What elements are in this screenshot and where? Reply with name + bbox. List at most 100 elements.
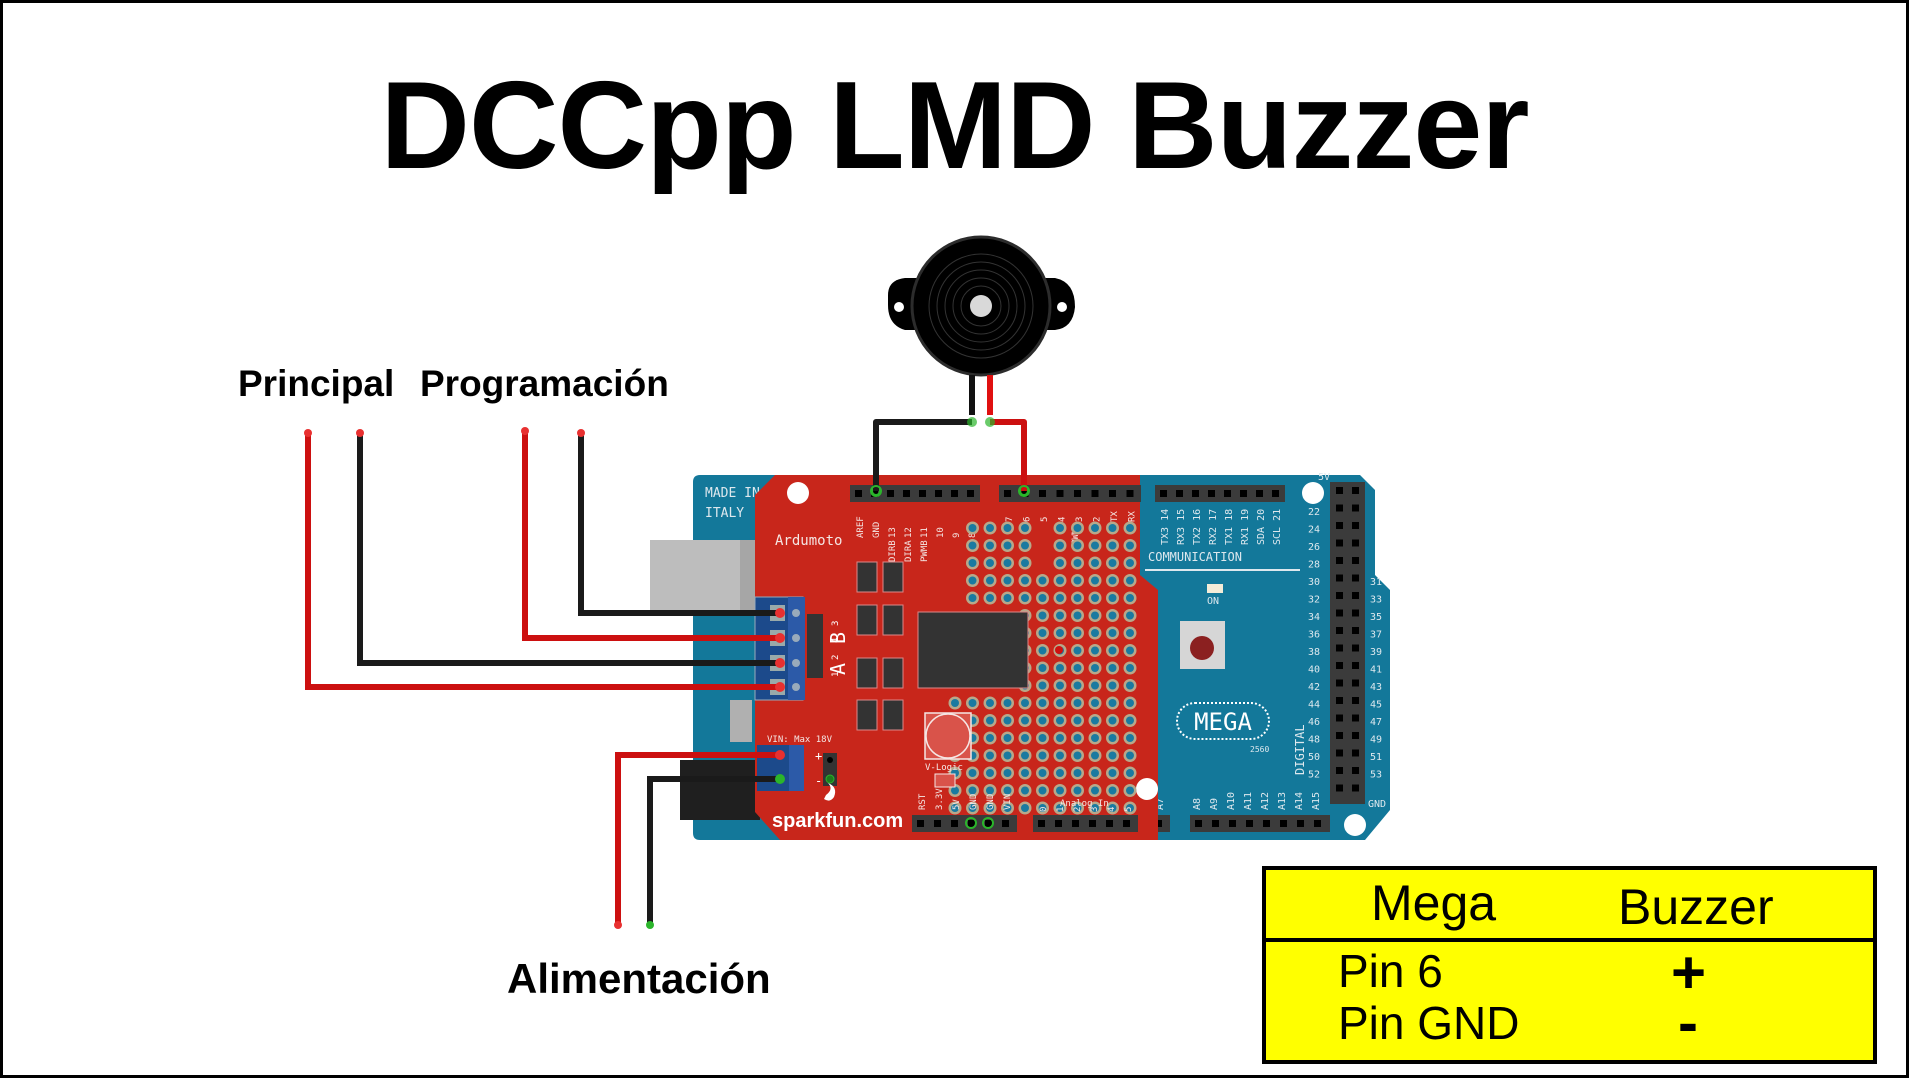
terminal-screw bbox=[792, 683, 800, 691]
motor-b-label: B bbox=[826, 632, 850, 644]
pin-label: 0 bbox=[1039, 807, 1049, 812]
mosfet-chip bbox=[882, 561, 904, 593]
pin-label: RST bbox=[918, 793, 928, 810]
header-pin bbox=[1352, 732, 1359, 739]
header-pin bbox=[855, 490, 862, 497]
pin-label: RX1 19 bbox=[1240, 509, 1251, 545]
header-pin bbox=[1126, 490, 1134, 497]
wire-alimentacion-red bbox=[615, 752, 780, 925]
wires bbox=[304, 417, 1030, 929]
power-header bbox=[912, 815, 1017, 832]
shield-header-right bbox=[999, 485, 1141, 502]
row-2-mega: Pin GND bbox=[1338, 997, 1520, 1049]
header-pin bbox=[917, 820, 924, 827]
header-pin bbox=[1072, 820, 1079, 827]
pin-label: 4 bbox=[831, 638, 841, 643]
motor-pin-header bbox=[807, 614, 823, 678]
5v-label: 5V bbox=[1318, 472, 1330, 483]
header-pin bbox=[1155, 820, 1162, 827]
pin-label: 7 bbox=[1005, 517, 1015, 522]
shield-header-left bbox=[850, 485, 980, 502]
header-pin bbox=[951, 490, 958, 497]
pin-label: 9 bbox=[952, 533, 962, 538]
mount-hole bbox=[1302, 482, 1324, 504]
pin-label: 41 bbox=[1370, 665, 1382, 676]
made-in-text: MADE IN bbox=[705, 486, 760, 501]
header-pin bbox=[1208, 490, 1215, 497]
header-pin bbox=[1246, 820, 1253, 827]
header-pin bbox=[1336, 487, 1343, 494]
pin-label: GND bbox=[969, 794, 979, 810]
pin-label: 6 bbox=[1023, 517, 1033, 522]
header-pin bbox=[1192, 490, 1199, 497]
header-pin bbox=[1336, 644, 1343, 652]
pin-label: TX2 16 bbox=[1192, 509, 1203, 545]
plus-label: + bbox=[815, 749, 822, 763]
header-mega: Mega bbox=[1371, 875, 1497, 931]
header-pin bbox=[1002, 820, 1009, 827]
buzzer-ring bbox=[960, 285, 1002, 327]
gnd-label: GND bbox=[1368, 799, 1386, 810]
header-pin bbox=[1195, 820, 1202, 827]
header-pin bbox=[1074, 490, 1081, 497]
header-pin bbox=[1352, 574, 1359, 582]
pin-label: A10 bbox=[1226, 792, 1237, 810]
mount-hole bbox=[1136, 778, 1158, 800]
pin-label: 34 bbox=[1308, 612, 1320, 623]
analog-in-label: Analog In bbox=[1060, 799, 1109, 809]
sparkfun-flame-icon bbox=[824, 783, 836, 801]
mega-logo bbox=[1176, 702, 1270, 740]
header-pin bbox=[951, 820, 958, 827]
header-pin bbox=[1336, 732, 1343, 739]
pin-label: 26 bbox=[1308, 542, 1320, 553]
header-pin bbox=[1256, 490, 1263, 497]
header-pin bbox=[1336, 627, 1343, 634]
header-pin bbox=[1280, 820, 1287, 827]
pin-label: TX3 14 bbox=[1160, 509, 1171, 545]
mega-logo-text: MEGA bbox=[1194, 708, 1252, 736]
pin-label: 38 bbox=[1308, 647, 1320, 658]
italy-text: ITALY bbox=[705, 506, 744, 521]
pin-label: RX2 17 bbox=[1208, 509, 1219, 545]
pin-label: 3 bbox=[831, 621, 841, 626]
wire-principal-black bbox=[357, 433, 780, 666]
pin-label: 2 bbox=[831, 655, 841, 660]
pin-label: 24 bbox=[1308, 525, 1320, 536]
header-pin bbox=[1212, 820, 1219, 827]
pin-label: TX bbox=[1110, 511, 1120, 522]
header-pin bbox=[1109, 490, 1116, 497]
pin-label: A14 bbox=[1294, 792, 1305, 810]
wire-programacion-black bbox=[578, 433, 780, 616]
header-pin bbox=[1021, 490, 1029, 497]
header-pin bbox=[1352, 539, 1359, 547]
header-pin bbox=[1336, 557, 1343, 564]
pin-label: DIRB bbox=[888, 540, 898, 562]
header-pin bbox=[1352, 767, 1359, 774]
pin-label: 42 bbox=[1308, 682, 1320, 693]
pin-label: 22 bbox=[1308, 507, 1320, 518]
header-pin bbox=[1039, 490, 1046, 497]
header-pin bbox=[967, 490, 974, 497]
header-pin bbox=[1336, 539, 1343, 547]
pin-label: SCL 21 bbox=[1272, 509, 1283, 545]
header-pin bbox=[1056, 490, 1064, 497]
header-pin bbox=[1297, 820, 1304, 827]
pin-label: 3.3V bbox=[935, 788, 945, 810]
pin-label: 33 bbox=[1370, 595, 1382, 606]
header-pin bbox=[934, 820, 941, 827]
red-dot bbox=[1055, 646, 1063, 654]
table-header: Mega Buzzer bbox=[1266, 870, 1873, 942]
pin-label: VIN bbox=[1003, 794, 1013, 810]
power-jack bbox=[680, 760, 760, 820]
pin-label: A9 bbox=[1209, 798, 1220, 810]
header-pin bbox=[1352, 592, 1359, 599]
mosfet-chip bbox=[882, 699, 904, 731]
mosfet-chip bbox=[882, 604, 904, 636]
wire-programacion-red bbox=[522, 431, 780, 641]
pin-label: 32 bbox=[1308, 595, 1320, 606]
pin-label: TX1 18 bbox=[1224, 509, 1235, 545]
piezo-buzzer bbox=[888, 235, 1075, 415]
row-1-mega: Pin 6 bbox=[1338, 945, 1443, 997]
pin-label: 11 bbox=[920, 527, 930, 538]
